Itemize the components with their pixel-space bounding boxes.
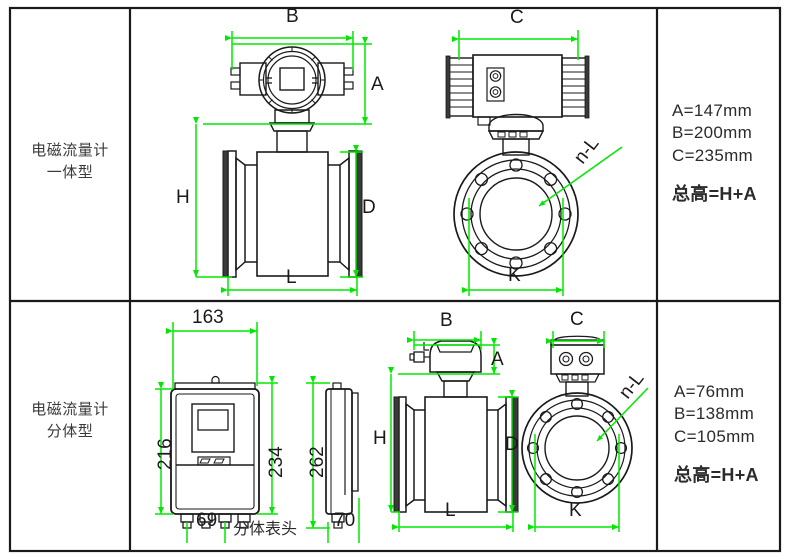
integrated-front-dimension-lines (193, 31, 372, 296)
dim-label-a-separate: A (491, 349, 504, 370)
separate-sensor-front-dimension-lines (388, 331, 518, 532)
dim-label-d-separate: D (505, 434, 519, 455)
converter-note-label: 分体表头 (233, 521, 298, 538)
spec-b-integrated: B=200mm (672, 123, 753, 143)
row-label-separate: 电磁流量计 分体型 (18, 399, 122, 443)
row-label-integrated-line1: 电磁流量计 (31, 142, 109, 159)
row-label-separate-line2: 分体型 (46, 422, 94, 440)
dim-value-converter-bottom-69: 69 (196, 510, 218, 531)
separate-sensor-side-dimension-lines (528, 331, 649, 532)
dim-label-l-separate: L (445, 500, 456, 521)
dim-label-d-integrated: D (362, 197, 376, 218)
dim-label-h-separate: H (373, 428, 387, 449)
integrated-side-view (445, 54, 590, 277)
converter-front-dimension-lines (155, 322, 278, 543)
dim-label-h-integrated: H (176, 187, 190, 208)
spec-b-separate: B=138mm (674, 404, 755, 424)
spec-block-integrated: A=147mm B=200mm C=235mm 总高=H+A (672, 100, 757, 206)
dim-value-converter-height-left: 216 (155, 438, 176, 470)
spec-c-integrated: C=235mm (672, 145, 753, 165)
dim-value-converter-side-height: 262 (307, 446, 328, 478)
dim-label-c-integrated: C (510, 7, 524, 28)
converter-front-view (170, 375, 260, 529)
converter-side-dimension-lines (306, 376, 360, 543)
separate-sensor-side-view (521, 335, 633, 504)
spec-a-integrated: A=147mm (672, 101, 753, 120)
spec-c-separate: C=105mm (674, 426, 755, 446)
dim-label-k-separate: K (569, 500, 582, 521)
row-label-separate-line1: 电磁流量计 (31, 401, 109, 418)
row-label-integrated-line2: 一体型 (46, 163, 94, 181)
converter-side-view (325, 382, 359, 529)
dim-value-converter-height-right: 234 (266, 446, 287, 478)
dim-label-b-separate: B (440, 310, 453, 331)
spec-a-separate: A=76mm (674, 382, 745, 401)
spec-block-separate: A=76mm B=138mm C=105mm 总高=H+A (674, 381, 759, 487)
spec-total-separate: 总高=H+A (674, 465, 759, 486)
dim-label-l-integrated: L (286, 267, 297, 288)
dim-value-converter-bottom-70: 70 (334, 510, 356, 531)
dim-label-a-integrated: A (371, 74, 384, 95)
spec-total-integrated: 总高=H+A (672, 184, 757, 205)
dim-label-k-integrated: K (508, 265, 521, 286)
integrated-front-view (222, 46, 363, 278)
dim-label-c-separate: C (570, 309, 584, 330)
dim-label-b-integrated: B (286, 6, 299, 27)
integrated-side-dimension-lines (452, 30, 623, 296)
dim-value-converter-width: 163 (192, 307, 224, 328)
row-label-integrated: 电磁流量计 一体型 (18, 140, 122, 184)
table-border (8, 6, 782, 553)
